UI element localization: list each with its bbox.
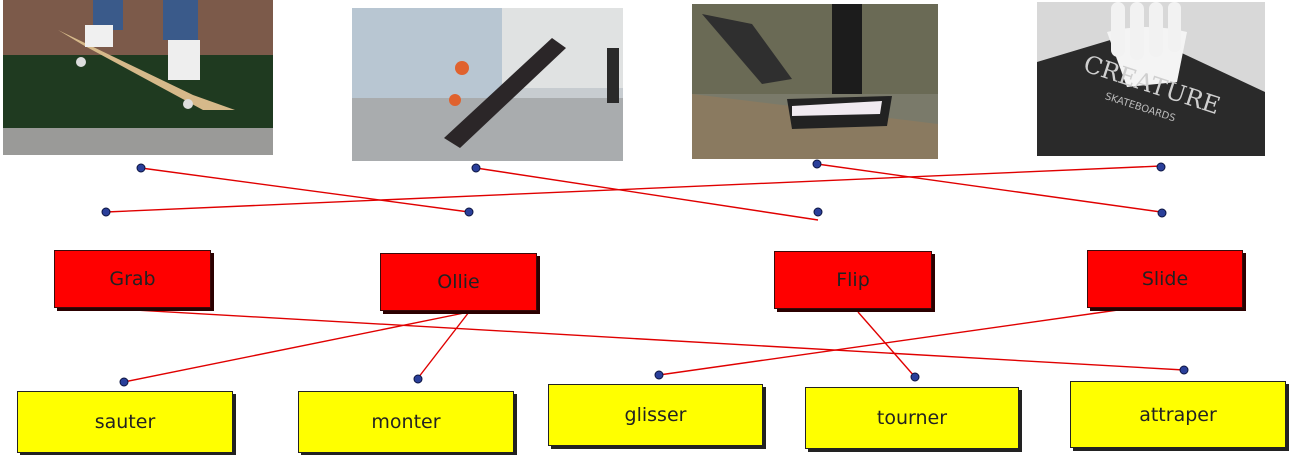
link-line: [140, 167, 470, 213]
term-label: Ollie: [437, 271, 480, 293]
term-label: monter: [371, 411, 441, 433]
connector-dot: [471, 163, 481, 173]
term-glisser[interactable]: glisser: [548, 384, 763, 446]
term-grab[interactable]: Grab: [54, 250, 211, 308]
link-line: [475, 167, 819, 221]
link-line: [105, 165, 1162, 213]
term-monter[interactable]: monter: [298, 391, 514, 453]
term-tourner[interactable]: tourner: [805, 387, 1019, 449]
connector-dot: [654, 370, 664, 380]
term-ollie[interactable]: Ollie: [380, 253, 537, 311]
connector-dot: [812, 159, 822, 169]
link-line: [658, 307, 1133, 376]
ollie-photo: [3, 0, 273, 155]
connector-dot: [813, 207, 823, 217]
term-label: glisser: [624, 404, 687, 426]
term-label: attraper: [1139, 403, 1217, 426]
term-slide[interactable]: Slide: [1087, 250, 1243, 308]
connector-dot: [1179, 365, 1189, 375]
link-line: [116, 308, 1185, 371]
connector-dot: [101, 207, 111, 217]
link-line: [816, 163, 1162, 213]
term-label: sauter: [94, 411, 156, 433]
term-label: tourner: [876, 407, 948, 429]
term-label: Flip: [836, 269, 870, 291]
slide-photo: [692, 4, 938, 159]
link-line: [857, 311, 916, 378]
term-sauter[interactable]: sauter: [17, 391, 233, 453]
connector-dot: [136, 163, 146, 173]
connector-dot: [1156, 162, 1166, 172]
link-line: [123, 311, 470, 383]
connector-dot: [119, 377, 129, 387]
connector-dot: [464, 207, 474, 217]
grab-photo: CREATURE SKATEBOARDS: [1037, 2, 1265, 156]
term-flip[interactable]: Flip: [774, 251, 932, 309]
link-line: [417, 311, 470, 379]
term-attraper[interactable]: attraper: [1070, 381, 1286, 448]
connector-dot: [910, 372, 920, 382]
connector-dot: [1157, 208, 1167, 218]
term-label: Grab: [109, 268, 156, 290]
flip-photo: [352, 8, 623, 161]
connector-dot: [413, 374, 423, 384]
term-label: Slide: [1141, 268, 1189, 290]
